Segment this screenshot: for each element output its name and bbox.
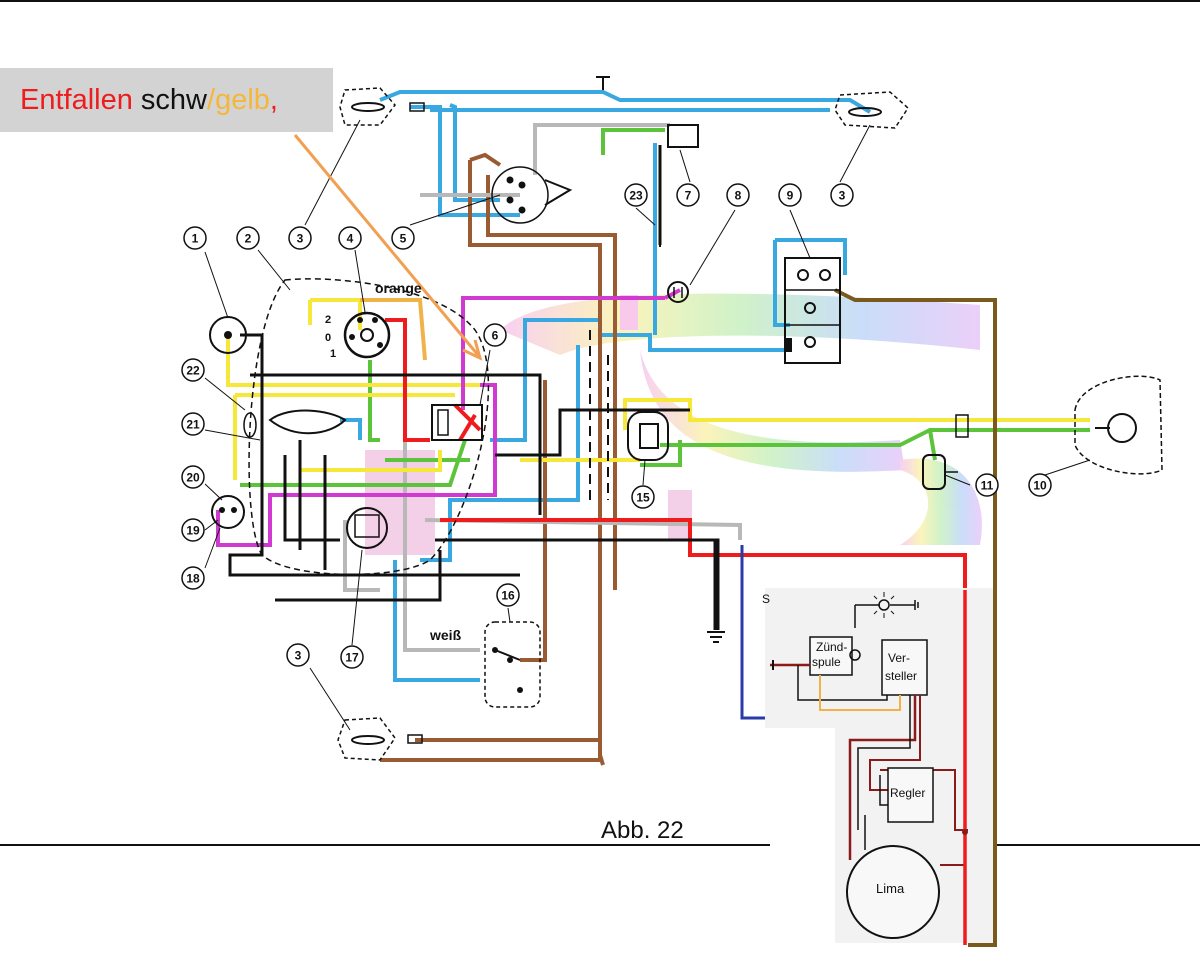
legend-number-16: 16: [501, 589, 515, 603]
component-17: [346, 507, 388, 549]
inset-zuend-line1: Zünd-: [816, 640, 847, 654]
legend-number-circle: [181, 566, 205, 590]
legend-number-20: 20: [186, 471, 200, 485]
inset-lima: Lima: [876, 881, 905, 896]
turn-signal-bottom-left: [337, 717, 423, 761]
banner-word-yellow: gelb: [215, 84, 270, 116]
legend-number-3: 3: [297, 232, 304, 246]
legend-number-circle: [183, 226, 207, 250]
inset-zuend-line2: spule: [812, 655, 841, 669]
brake-switch: [484, 621, 541, 708]
label-orange: orange: [375, 280, 422, 296]
speedometer-lamp: [627, 411, 669, 461]
banner-word-removed: Entfallen: [20, 84, 133, 116]
legend-number-circle: [778, 183, 802, 207]
banner-comma: ,: [269, 84, 278, 116]
turn-signal-top-right: [834, 91, 909, 129]
component-21: [243, 409, 347, 438]
leader-lines: [204, 119, 1091, 731]
switch-pos-0: 0: [325, 332, 331, 344]
legend-number-4: 4: [347, 232, 354, 246]
inset-versteller-line1: Ver-: [888, 651, 910, 665]
component-19: [211, 495, 245, 529]
turn-signal-top-left: [339, 87, 425, 126]
inset-versteller-line2: steller: [885, 669, 917, 683]
annotation-banner: Entfallen schw/gelb,: [0, 68, 333, 132]
magenta-wires: [216, 288, 681, 547]
olive-wire-inset: [968, 590, 997, 947]
highlight-bands: [365, 293, 982, 555]
switch-pos-1: 1: [330, 348, 336, 360]
legend-number-circle: [1028, 473, 1052, 497]
legend-number-circle: [483, 323, 507, 347]
legend-number-3: 3: [295, 649, 302, 663]
green-wires: [240, 128, 1090, 487]
inset-s-mark: S: [762, 592, 770, 606]
legend-number-21: 21: [186, 418, 200, 432]
legend-number-8: 8: [735, 189, 742, 203]
legend-number-18: 18: [186, 572, 200, 586]
legend-number-1: 1: [192, 232, 199, 246]
orange-wires: [360, 298, 427, 361]
legend-number-circle: [288, 226, 312, 250]
horn: [922, 454, 958, 490]
legend-number-circle: [286, 643, 310, 667]
legend-number-22: 22: [186, 364, 200, 378]
banner-slash: /: [207, 84, 216, 116]
legend-number-circle: [391, 226, 415, 250]
legend-number-5: 5: [400, 232, 407, 246]
inset-regler: Regler: [890, 786, 925, 800]
legend-number-circle: [975, 473, 999, 497]
legend-number-circle: [181, 358, 205, 382]
legend-number-circle: [830, 183, 854, 207]
legend-number-3: 3: [839, 189, 846, 203]
headlight: [1074, 375, 1163, 475]
legend-number-23: 23: [629, 189, 643, 203]
label-weiss: weiß: [429, 627, 462, 643]
legend-number-circle: [338, 226, 362, 250]
banner-word-black: schw: [140, 84, 207, 116]
legend-number-9: 9: [787, 189, 794, 203]
dimmer-switch: [491, 166, 573, 224]
legend-number-circle: [340, 645, 364, 669]
headlight-connector: [955, 414, 969, 438]
legend-number-circle: [726, 183, 750, 207]
ignition-switch: [343, 311, 391, 359]
legend-number-circle: [181, 412, 205, 436]
legend-number-circle: [181, 465, 205, 489]
blue-wires: [340, 90, 872, 682]
legend-number-circle: [631, 485, 655, 509]
legend-number-17: 17: [345, 651, 359, 665]
legend-number-7: 7: [685, 189, 692, 203]
ground-symbol-mid: [707, 631, 725, 643]
top-ground-symbol: [596, 76, 610, 92]
legend-number-circle: [236, 226, 260, 250]
component-6-regulator: [431, 404, 483, 441]
legend-number-circle: [181, 518, 205, 542]
legend-number-11: 11: [981, 479, 994, 493]
component-8-bulb: [667, 281, 689, 303]
black-wires: [228, 145, 720, 630]
legend-number-circle: [676, 183, 700, 207]
annotation-arrow: [293, 134, 483, 361]
legend-number-10: 10: [1033, 479, 1047, 493]
brown-wires: [380, 152, 617, 766]
switch-pos-2: 2: [325, 314, 331, 326]
legend-number-circle: [624, 183, 648, 207]
legend-number-6: 6: [492, 329, 499, 343]
ignition-inset: S Zünd- spule Ver- steller: [762, 588, 993, 943]
legend-number-15: 15: [636, 491, 650, 505]
legend-number-2: 2: [245, 232, 252, 246]
legend-number-circle: [496, 583, 520, 607]
component-7-relay: [667, 124, 699, 148]
figure-caption: Abb. 22: [601, 817, 684, 844]
fuse-box: [784, 257, 841, 364]
legend-number-19: 19: [186, 524, 200, 538]
